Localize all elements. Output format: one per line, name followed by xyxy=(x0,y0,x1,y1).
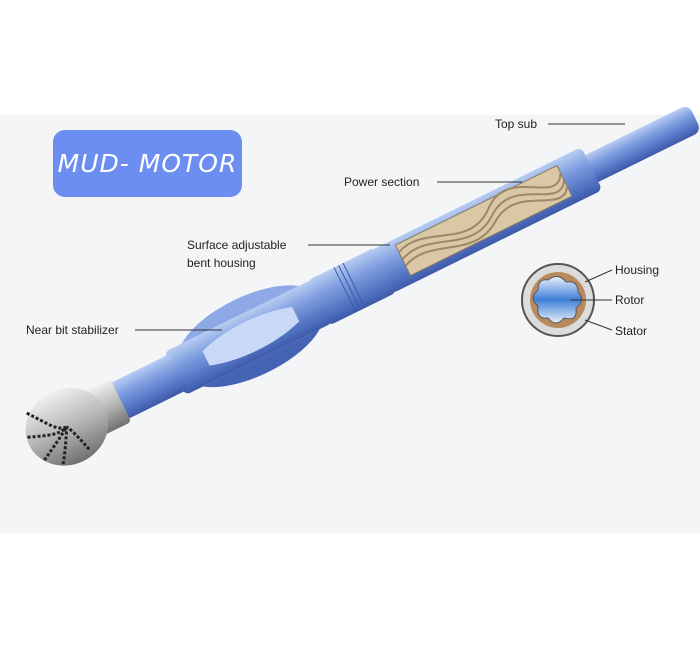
label-surface-adjustable: Surface adjustable xyxy=(187,238,287,252)
title-text: MUD- MOTOR xyxy=(57,149,238,178)
stabilizer-blade xyxy=(202,306,300,366)
stabilizer-blade xyxy=(181,285,299,344)
label-bent-housing: bent housing xyxy=(187,256,256,270)
cross-section xyxy=(521,263,595,337)
top-sub xyxy=(574,106,699,186)
rotor xyxy=(532,276,582,324)
bent-housing xyxy=(308,249,395,324)
label-housing: Housing xyxy=(615,263,659,277)
title-badge: MUD- MOTOR xyxy=(53,130,242,197)
label-rotor: Rotor xyxy=(615,293,644,307)
label-stator: Stator xyxy=(615,324,647,338)
mud-motor-tool xyxy=(25,106,699,466)
bit-sub xyxy=(104,355,187,421)
label-near-bit-stabilizer: Near bit stabilizer xyxy=(26,323,119,337)
label-power-section: Power section xyxy=(344,175,419,189)
bit-shank xyxy=(84,380,130,434)
label-top-sub: Top sub xyxy=(495,117,537,131)
stabilizer-blade xyxy=(203,329,320,388)
